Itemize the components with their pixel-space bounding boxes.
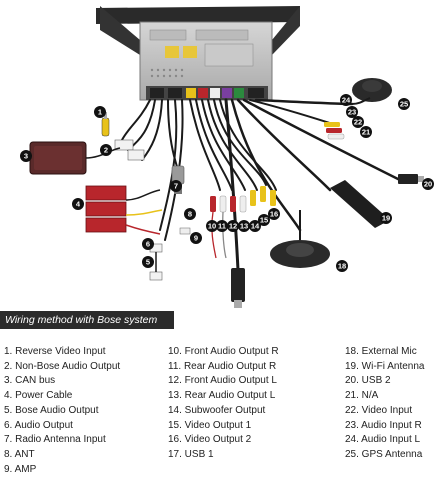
legend-item: 18. External Mic (345, 346, 417, 357)
svg-text:1: 1 (98, 108, 102, 117)
legend-item: 6. Audio Output (4, 419, 73, 431)
svg-text:20: 20 (424, 180, 432, 189)
callout-7: 7 (170, 180, 182, 192)
legend-item: 13. Rear Audio Output L (168, 390, 276, 402)
svg-text:22: 22 (354, 118, 362, 127)
legend-item: 20. USB 2 (345, 375, 391, 387)
callout-6: 6 (142, 238, 154, 250)
canbus-module (29, 141, 121, 175)
svg-text:8: 8 (188, 210, 192, 219)
callout-25: 25 (398, 98, 410, 110)
legend-item: 3. CAN bus (4, 375, 56, 387)
svg-text:25: 25 (400, 100, 408, 109)
callout-4: 4 (72, 198, 84, 210)
reverse-video-connector (101, 112, 110, 137)
svg-text:13: 13 (240, 222, 248, 231)
callout-22: 22 (352, 116, 364, 128)
svg-text:10: 10 (208, 222, 216, 231)
callout-20: 20 (422, 178, 434, 190)
legend-item: 10. Front Audio Output R (168, 346, 279, 357)
callout-9: 9 (190, 232, 202, 244)
svg-text:7: 7 (174, 182, 178, 191)
legend-item: 21. N/A (345, 390, 379, 402)
svg-text:6: 6 (146, 240, 150, 249)
wifi-antenna (330, 180, 390, 228)
callout-5: 5 (142, 256, 154, 268)
callout-24: 24 (340, 94, 352, 106)
svg-text:19: 19 (382, 214, 390, 223)
callout-1: 1 (94, 106, 106, 118)
legend-item: 5. Bose Audio Output (4, 404, 99, 416)
callout-8: 8 (184, 208, 196, 220)
callout-15: 15 (258, 214, 270, 226)
svg-text:16: 16 (270, 210, 278, 219)
legend-item: 1. Reverse Video Input (4, 346, 106, 357)
svg-text:9: 9 (194, 234, 198, 243)
svg-text:18: 18 (338, 262, 346, 271)
svg-text:3: 3 (24, 152, 28, 161)
legend-column-1: 1. Reverse Video Input 2. Non-Bose Audio… (4, 345, 120, 477)
callout-19: 19 (380, 212, 392, 224)
legend-item: 12. Front Audio Output L (168, 375, 277, 387)
svg-text:11: 11 (218, 222, 226, 231)
usb-2-connector (398, 174, 424, 184)
svg-text:23: 23 (348, 108, 356, 117)
legend-item: 23. Audio Input R (345, 419, 422, 431)
legend-item: 22. Video Input (345, 404, 413, 416)
legend-item: 19. Wi-Fi Antenna (345, 360, 425, 372)
legend-item: 15. Video Output 1 (168, 419, 252, 431)
svg-text:5: 5 (146, 258, 150, 267)
svg-text:4: 4 (76, 200, 81, 209)
legend-item: 9. AMP (4, 463, 37, 475)
legend-item: 4. Power Cable (4, 390, 73, 402)
callout-16: 16 (268, 208, 280, 220)
head-unit (96, 6, 300, 101)
section-banner: Wiring method with Bose system (0, 311, 174, 329)
rca-input-plugs (324, 122, 345, 140)
callout-2: 2 (100, 144, 112, 156)
rca-output-plugs (210, 186, 276, 259)
callout-18: 18 (336, 260, 348, 272)
usb-1-connector (231, 268, 245, 308)
svg-text:21: 21 (362, 128, 370, 137)
legend-item: 8. ANT (4, 448, 35, 460)
wiring-diagram: 1 2 3 4 5 6 7 8 9 10 11 12 13 14 15 16 1… (20, 6, 434, 308)
gps-antenna (351, 78, 392, 105)
legend-item: 24. Audio Input L (345, 434, 421, 446)
legend-item: 7. Radio Antenna Input (4, 434, 106, 446)
legend-item: 16. Video Output 2 (168, 434, 252, 446)
svg-text:2: 2 (104, 146, 108, 155)
legend-item: 17. USB 1 (168, 448, 214, 460)
callout-10: 10 (206, 220, 218, 232)
callout-markers: 1 2 3 4 5 6 7 8 9 10 11 12 13 14 15 16 1… (20, 94, 434, 272)
legend-item: 2. Non-Bose Audio Output (4, 360, 121, 372)
svg-text:24: 24 (342, 96, 351, 105)
external-mic (270, 210, 330, 268)
callout-3: 3 (20, 150, 32, 162)
legend-column-2: 10. Front Audio Output R 11. Rear Audio … (168, 345, 279, 463)
non-bose-audio-connector (114, 139, 145, 161)
svg-text:14: 14 (251, 222, 260, 231)
legend-item: 11. Rear Audio Output R (168, 360, 277, 372)
callout-21: 21 (360, 126, 372, 138)
svg-text:15: 15 (260, 216, 268, 225)
legend-column-3: 18. External Mic 19. Wi-Fi Antenna 20. U… (345, 345, 424, 463)
legend-item: 14. Subwoofer Output (168, 404, 266, 416)
callout-23: 23 (346, 106, 358, 118)
callout-12: 12 (227, 220, 239, 232)
callout-14: 14 (249, 220, 261, 232)
callout-13: 13 (238, 220, 250, 232)
svg-text:12: 12 (229, 222, 237, 231)
legend-item: 25. GPS Antenna (345, 448, 423, 460)
callout-11: 11 (216, 220, 228, 232)
power-cable-connector (85, 185, 163, 235)
